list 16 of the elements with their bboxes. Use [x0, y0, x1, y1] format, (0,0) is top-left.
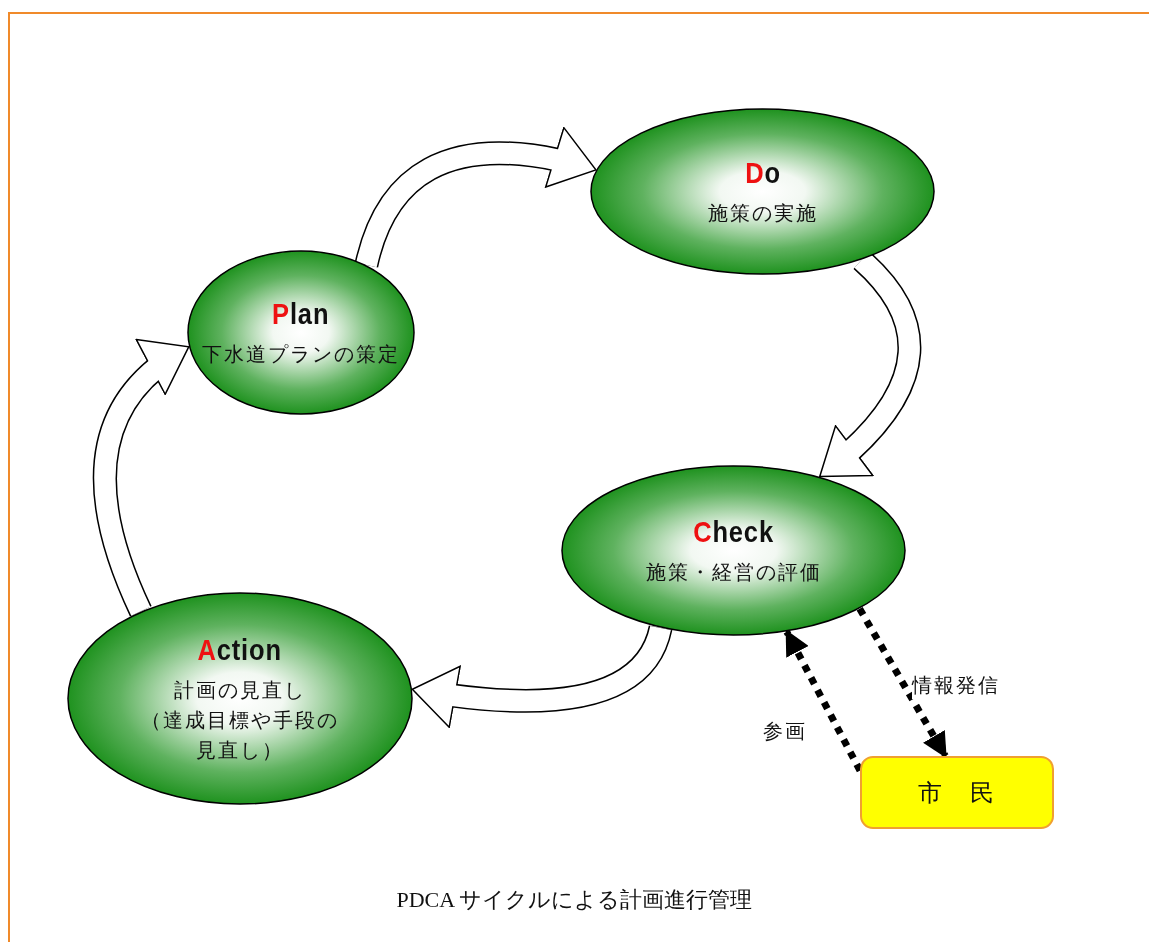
- phase-description: 施策・経営の評価: [645, 558, 822, 586]
- curved-block-arrow: [354, 128, 599, 269]
- phase-title: Action: [197, 632, 283, 667]
- box-label: 市 民: [918, 777, 996, 809]
- caption: PDCA サイクルによる計画進行管理: [395, 886, 754, 914]
- phase-title: Plan: [272, 296, 330, 331]
- phase-description: 計画の見直し: [174, 676, 306, 704]
- phase-title: Check: [693, 514, 774, 549]
- phase-description: 下水道プランの策定: [202, 340, 400, 368]
- dotted-arrow: [783, 629, 864, 773]
- phase-title: Do: [744, 155, 781, 190]
- dotted-arrow: [856, 607, 949, 759]
- phase-description: （達成目標や手段の見直し）: [140, 706, 340, 764]
- phase-description: 施策の実施: [707, 199, 818, 227]
- edge-label: 参画: [763, 718, 807, 745]
- edge-label: 情報発信: [912, 672, 1000, 699]
